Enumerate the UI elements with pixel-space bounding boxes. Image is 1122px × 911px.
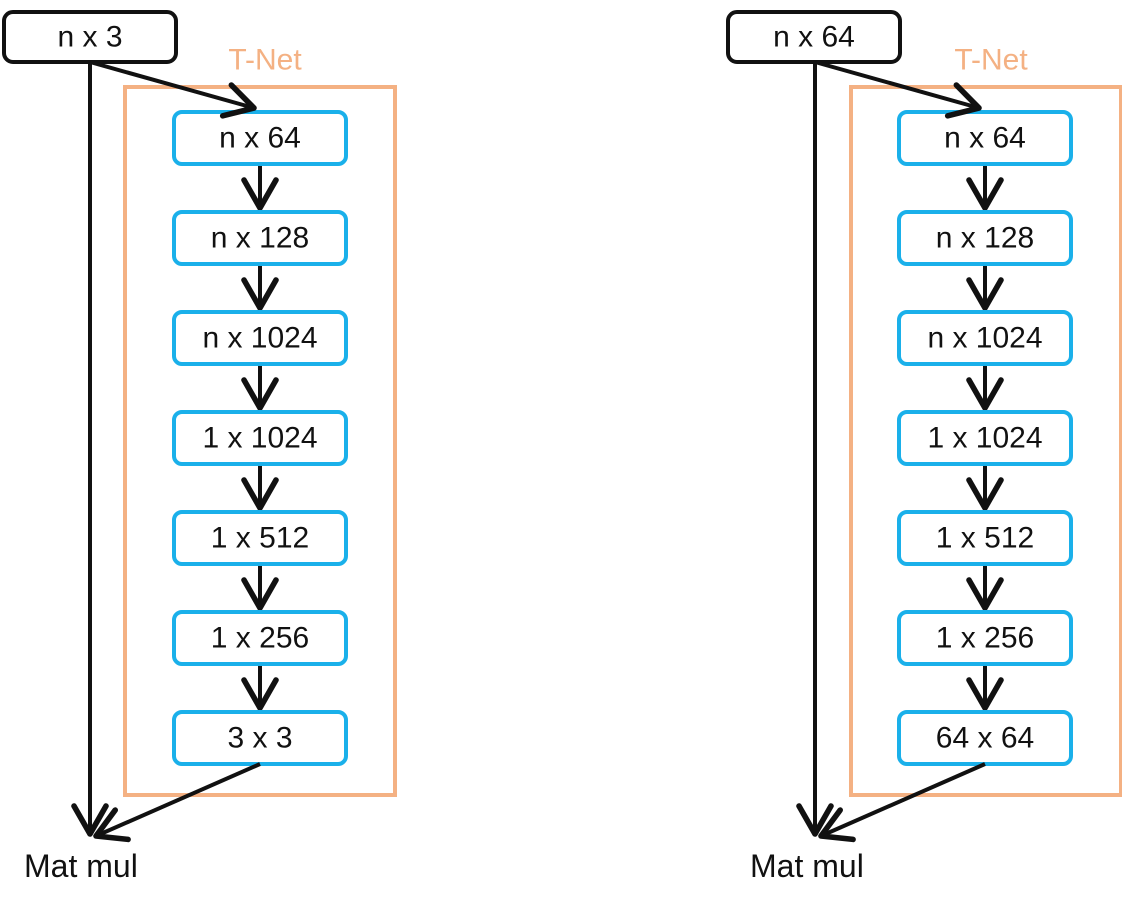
layer-node-box bbox=[897, 210, 1073, 266]
layer-node-label: 1 x 256 bbox=[936, 622, 1034, 655]
layer-node-box bbox=[172, 510, 348, 566]
input-to-tnet-arrow bbox=[814, 60, 982, 119]
layer-node: n x 128 bbox=[897, 210, 1073, 266]
input-to-tnet-arrow bbox=[89, 60, 257, 119]
layer-node-label: n x 128 bbox=[936, 222, 1034, 255]
layer-node-label: 1 x 512 bbox=[211, 522, 309, 555]
layer-node: n x 64 bbox=[897, 110, 1073, 166]
layer-node-label: 64 x 64 bbox=[936, 722, 1034, 755]
layer-node-box bbox=[172, 310, 348, 366]
layer-node-box bbox=[172, 110, 348, 166]
tnet-diagram-1: T-Net n x 3 n x 64 n x 128 n x 1024 1 x 1024 1… bbox=[2, 10, 397, 884]
layer-node: 64 x 64 bbox=[897, 710, 1073, 766]
layer-node-box bbox=[172, 210, 348, 266]
layer-node-label: n x 1024 bbox=[927, 322, 1042, 355]
tnet-label: T-Net bbox=[228, 44, 302, 77]
layer-node-label: 1 x 512 bbox=[936, 522, 1034, 555]
tnet-container bbox=[123, 85, 397, 797]
layer-node-box bbox=[897, 110, 1073, 166]
layer-node: 1 x 512 bbox=[172, 510, 348, 566]
layer-node-box bbox=[897, 310, 1073, 366]
layer-node-label: n x 64 bbox=[219, 122, 301, 155]
layer-node-box bbox=[897, 410, 1073, 466]
layer-node-box bbox=[172, 410, 348, 466]
layer-node-label: 1 x 1024 bbox=[927, 422, 1042, 455]
layer-node: n x 128 bbox=[172, 210, 348, 266]
tnet-diagram-2: T-Net n x 64 n x 64 n x 128 n x 1024 1 x 1024… bbox=[726, 10, 1122, 884]
matmul-output-label: Mat mul bbox=[24, 848, 138, 884]
tnet-to-matmul-arrow bbox=[818, 762, 986, 843]
input-node-label: n x 64 bbox=[773, 21, 855, 54]
tnet-container bbox=[849, 85, 1122, 797]
layer-node: 1 x 256 bbox=[172, 610, 348, 666]
layer-node-box bbox=[897, 610, 1073, 666]
layer-node: 1 x 1024 bbox=[897, 410, 1073, 466]
layer-node-label: n x 64 bbox=[944, 122, 1026, 155]
layer-node-box bbox=[897, 510, 1073, 566]
layer-node-label: 3 x 3 bbox=[227, 722, 292, 755]
matmul-output-label: Mat mul bbox=[750, 848, 864, 884]
layer-node: 3 x 3 bbox=[172, 710, 348, 766]
layer-node: 1 x 512 bbox=[897, 510, 1073, 566]
tnet-to-matmul-arrow bbox=[93, 762, 261, 843]
input-node-label: n x 3 bbox=[57, 21, 122, 54]
layer-node-label: 1 x 256 bbox=[211, 622, 309, 655]
layer-node-label: 1 x 1024 bbox=[202, 422, 317, 455]
layer-node: 1 x 1024 bbox=[172, 410, 348, 466]
layer-node: n x 64 bbox=[172, 110, 348, 166]
tnet-label: T-Net bbox=[954, 44, 1028, 77]
layer-node: n x 1024 bbox=[172, 310, 348, 366]
layer-node-box bbox=[172, 610, 348, 666]
diagram-root: T-Net n x 3 n x 64 n x 128 n x 1024 1 x 1024 1… bbox=[2, 10, 1122, 884]
layer-node: n x 1024 bbox=[897, 310, 1073, 366]
layer-node: 1 x 256 bbox=[897, 610, 1073, 666]
layer-node-label: n x 1024 bbox=[202, 322, 317, 355]
layer-node-label: n x 128 bbox=[211, 222, 309, 255]
